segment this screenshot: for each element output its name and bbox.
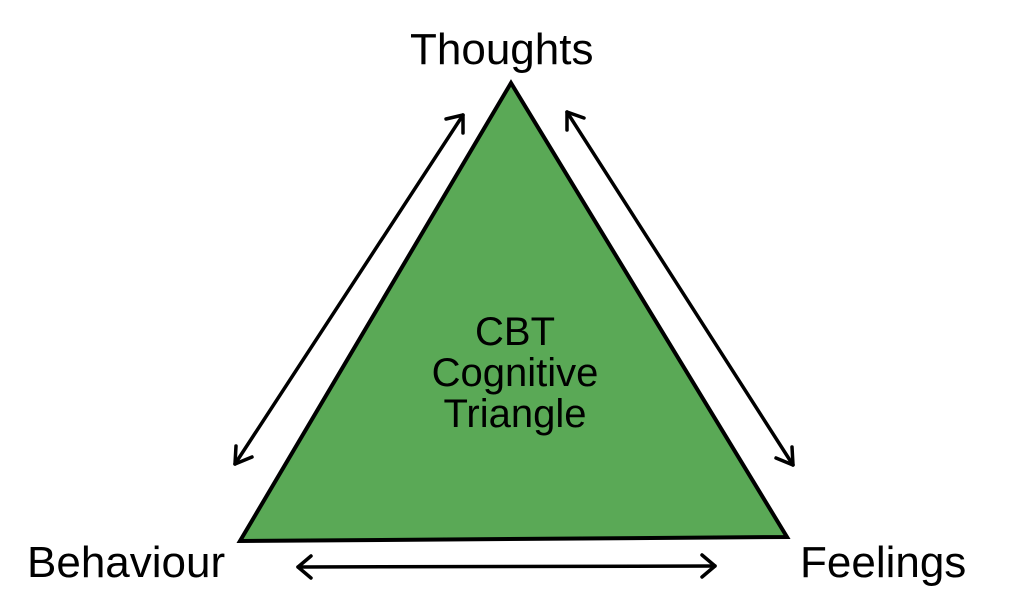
center-line-cognitive: Cognitive xyxy=(431,351,599,395)
node-label-behaviour: Behaviour xyxy=(27,538,226,587)
triangle-center-text: CBT Cognitive Triangle xyxy=(380,312,650,435)
center-line-cbt: CBT xyxy=(475,310,555,354)
center-line-triangle: Triangle xyxy=(443,392,587,436)
arrow-thoughts-behaviour xyxy=(233,113,465,466)
arrow-thoughts-feelings xyxy=(565,110,795,467)
arrow-behaviour-feelings xyxy=(296,553,717,580)
node-label-thoughts: Thoughts xyxy=(410,25,594,74)
node-label-feelings: Feelings xyxy=(800,538,967,587)
green-triangle xyxy=(236,79,791,544)
